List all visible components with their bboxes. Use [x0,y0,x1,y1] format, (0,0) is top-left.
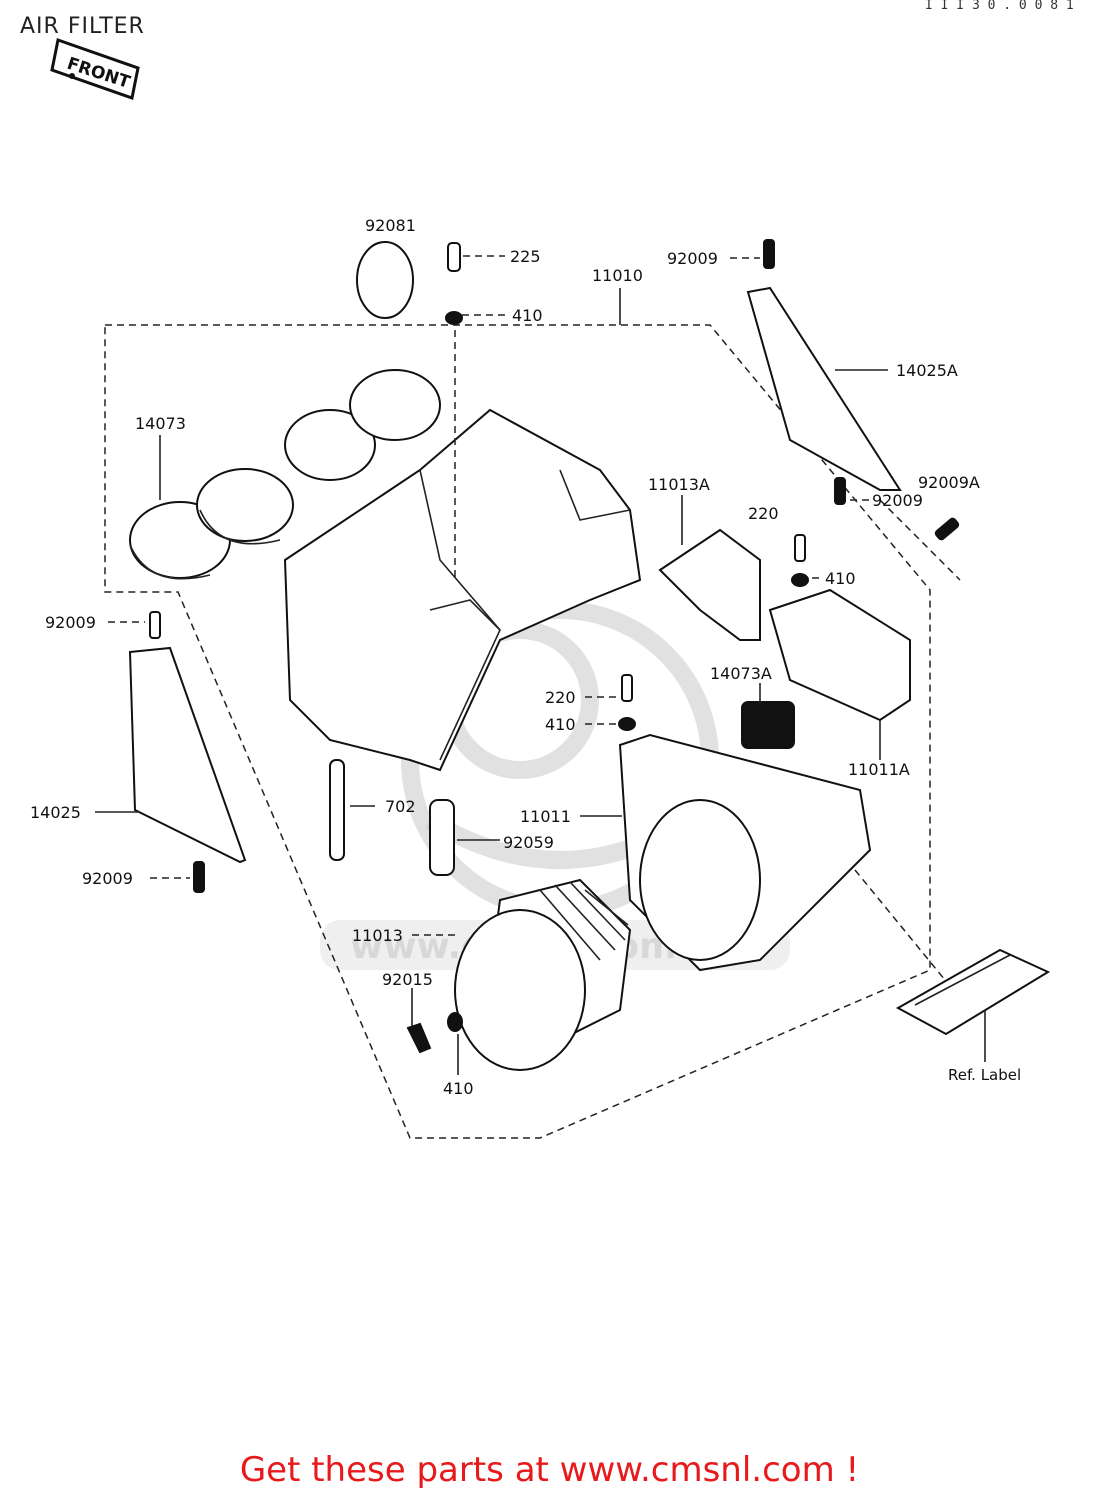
label-ref-label: Ref. Label [948,1066,1021,1084]
o-ring [356,241,414,319]
label-11013a: 11013A [648,475,710,494]
air-filter-element [454,878,632,1071]
label-11011a: 11011A [848,760,910,779]
label-92015: 92015 [382,970,433,989]
airbox-housing [283,408,642,772]
plate-left [128,646,247,864]
parts-diagram: www.cmsnl.com FRONT [30,38,1051,1139]
label-14073: 14073 [135,414,186,433]
label-92009: 92009 [82,869,133,888]
label-92009: 92009 [667,249,718,268]
label-14025a: 14025A [896,361,958,380]
label-220: 220 [545,688,576,707]
bracket-right [746,286,902,491]
cover-11013a [658,528,761,641]
label-92009: 92009 [872,491,923,510]
label-92009: 92009 [45,613,96,632]
promo-banner[interactable]: Get these parts at www.cmsnl.com ! [239,1450,860,1490]
label-92059: 92059 [503,833,554,852]
label-410: 410 [545,715,576,734]
intake-boots [129,369,441,580]
label-11013: 11013 [352,926,403,945]
hardware-bolts [149,239,960,1054]
filter-case [618,733,872,972]
label-410: 410 [443,1079,474,1098]
label-702: 702 [385,797,416,816]
reference-code: I I I 3 0 . 0 0 8 1 [925,0,1074,13]
label-14073a: 14073A [710,664,772,683]
label-14025: 14025 [30,803,81,822]
leader-lines [95,255,986,1075]
label-11010: 11010 [592,266,643,285]
assembly-outline [104,324,931,1139]
label-92081: 92081 [365,216,416,235]
tube-702 [329,759,345,861]
front-tag: FRONT [50,38,140,100]
cover-11011a [768,588,911,722]
label-410: 410 [825,569,856,588]
label-410: 410 [512,306,543,325]
label-225: 225 [510,247,541,266]
part-labels: 92081 225 410 11010 92009 14025A 14073 1… [30,216,1021,1098]
label-92009a: 92009A [918,473,980,492]
label-220: 220 [748,504,779,523]
sensor-14073a [741,701,795,749]
plug-92059 [429,799,455,876]
label-11011: 11011 [520,807,571,826]
ref-label-sticker [895,948,1051,1036]
diagram-title: AIR FILTER [20,14,145,39]
